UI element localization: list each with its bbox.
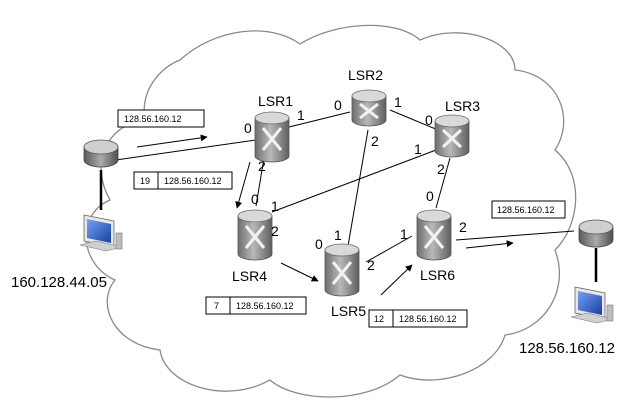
arrow-lsr5-lsr6 (380, 264, 413, 296)
port-label: 2 (367, 257, 375, 273)
arrow-out (465, 240, 514, 249)
packet-address: 128.56.160.12 (399, 314, 457, 324)
arrow-lsr1-lsr4 (235, 161, 251, 209)
port-label: 0 (334, 97, 342, 113)
port-label: 2 (271, 223, 279, 239)
link-router-lsr1 (115, 139, 257, 161)
mpls-label: 7 (214, 301, 219, 311)
edge-router-right[interactable] (578, 219, 614, 248)
packet-lsr4-lsr5: 7 128.56.160.12 (205, 296, 307, 315)
port-label: 2 (258, 158, 266, 174)
port-label: 1 (271, 198, 279, 214)
router-lsr3[interactable] (434, 114, 470, 158)
router-lsr4[interactable] (237, 209, 273, 261)
arrow-in (136, 134, 208, 148)
router-name-lsr4: LSR4 (232, 268, 267, 284)
computer-left-icon[interactable] (79, 214, 123, 252)
link-lsr3-lsr6 (435, 157, 451, 209)
link-lsr5-lsr6-line (365, 235, 413, 263)
port-label: 0 (315, 236, 323, 252)
link-lsr2-lsr3 (389, 109, 439, 131)
port-label: 1 (400, 226, 408, 242)
packet-address: 128.56.160.12 (124, 114, 182, 124)
router-lsr1[interactable] (254, 111, 290, 163)
host-address-right: 128.56.160.12 (519, 340, 615, 357)
router-lsr5[interactable] (324, 243, 360, 297)
router-name-lsr5: LSR5 (331, 303, 366, 319)
mpls-label: 19 (140, 176, 150, 186)
router-name-lsr1: LSR1 (258, 93, 293, 109)
link-lsr2-lsr5 (347, 129, 369, 247)
port-label: 1 (297, 107, 305, 123)
link-lsr1-lsr2 (288, 111, 351, 128)
router-lsr6[interactable] (416, 209, 452, 261)
port-label: 0 (251, 191, 259, 207)
flow-arrows (136, 134, 514, 296)
router-name-lsr6: LSR6 (420, 267, 455, 283)
mpls-label: 12 (374, 314, 384, 324)
port-label: 0 (244, 120, 252, 136)
port-label: 2 (437, 161, 445, 177)
arrow-lsr4-lsr5 (280, 262, 319, 282)
links (99, 109, 598, 282)
port-label: 1 (394, 94, 402, 110)
port-numbers: 0 1 2 0 1 2 0 1 2 0 1 2 0 1 2 0 1 2 (244, 94, 467, 273)
port-label: 2 (371, 133, 379, 149)
router-name-lsr3: LSR3 (445, 98, 480, 114)
packet-address: 128.56.160.12 (497, 205, 555, 215)
link-lsr1-lsr4-line (255, 157, 265, 207)
packet-outgoing: 128.56.160.12 (491, 200, 566, 219)
port-label: 1 (414, 141, 422, 157)
port-label: 1 (334, 227, 342, 243)
packet-incoming: 128.56.160.12 (117, 109, 205, 128)
packet-address: 128.56.160.12 (164, 176, 222, 186)
packet-address: 128.56.160.12 (236, 301, 294, 311)
port-label: 2 (459, 219, 467, 235)
port-label: 0 (425, 112, 433, 128)
link-lsr6-router (455, 230, 575, 241)
port-label: 0 (426, 188, 434, 204)
computer-right-icon[interactable] (570, 286, 614, 324)
edge-router-left[interactable] (83, 139, 119, 168)
host-address-left: 160.128.44.05 (11, 274, 107, 291)
packet-lsr1-lsr4: 19 128.56.160.12 (133, 171, 233, 190)
router-name-lsr2: LSR2 (348, 67, 383, 83)
link-lsr3-lsr4 (271, 149, 437, 213)
router-lsr2[interactable] (351, 89, 387, 127)
packet-lsr5-lsr6: 12 128.56.160.12 (368, 309, 468, 328)
